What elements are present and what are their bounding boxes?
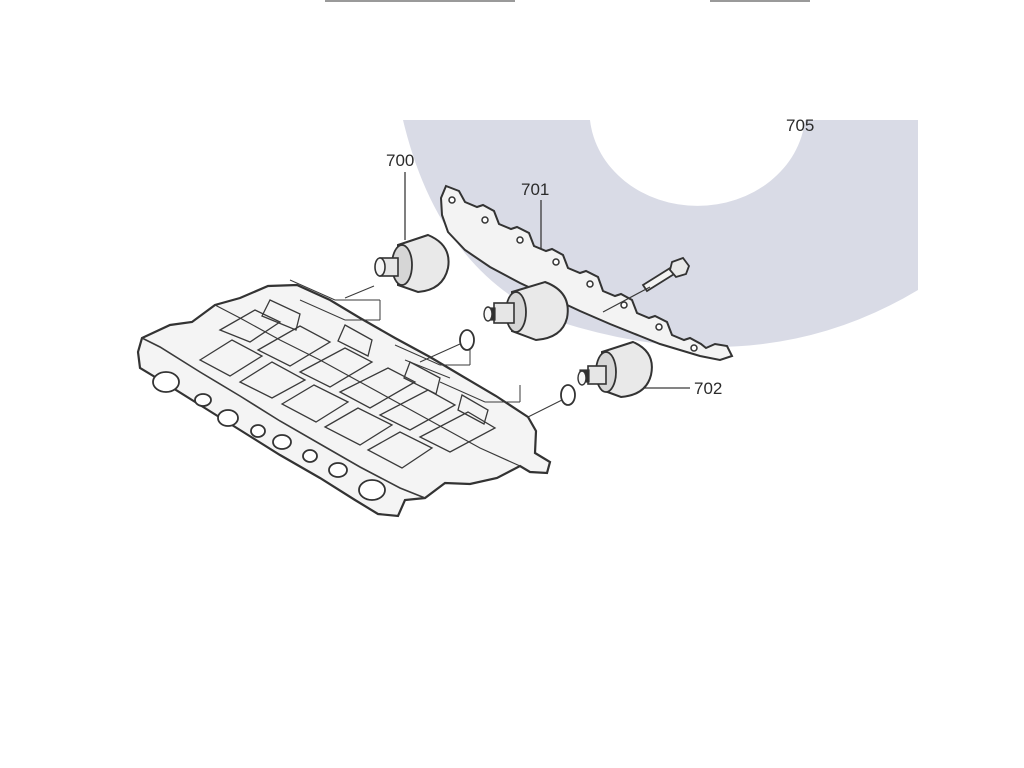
solenoid-valve-701 (483, 280, 569, 342)
retaining-bracket-705 (439, 184, 734, 362)
o-rings (344, 285, 576, 418)
callout-705: 705 (786, 116, 814, 135)
callout-702: 702 (694, 379, 722, 398)
solenoid-valve-700 (374, 233, 450, 294)
valve-body-plate (136, 279, 552, 518)
solenoid-valve-702 (577, 340, 653, 399)
callout-701: 701 (521, 180, 549, 199)
callout-700: 700 (386, 151, 414, 170)
